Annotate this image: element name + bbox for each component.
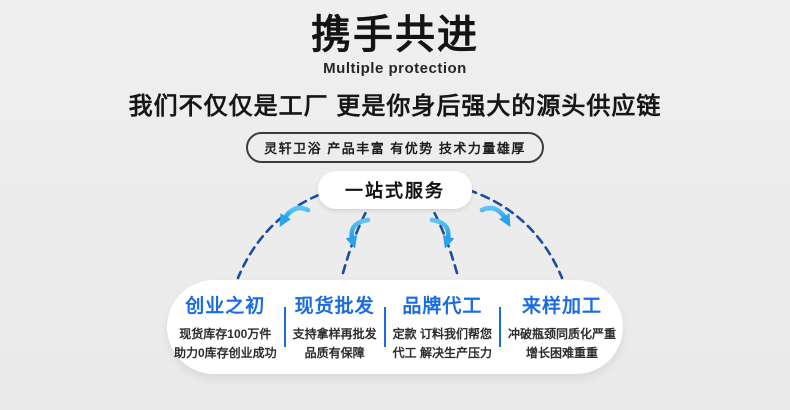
tagline: 我们不仅仅是工厂 更是你身后强大的源头供应链 <box>128 93 662 120</box>
column-divider <box>499 307 502 347</box>
service-col-desc-line: 代工 解决生产压力 <box>392 346 493 360</box>
dashed-arc-3 <box>426 199 459 275</box>
service-col-desc-line: 增长困难重重 <box>526 346 599 360</box>
service-col-desc-line: 冲破瓶颈同质化严重 <box>508 327 617 342</box>
service-col-desc-line: 现货库存100万件 <box>179 327 272 342</box>
service-col-title: 现货批发 <box>294 296 375 318</box>
service-col-title: 创业之初 <box>185 296 266 318</box>
subtitle-english: Multiple protection <box>323 60 467 77</box>
arrow-icon-1 <box>279 205 311 228</box>
service-col-desc-line: 定款 订料我们帮您 <box>392 327 493 342</box>
services-card: 创业之初 现货库存100万件 助力0库存创业成功 现货批发 支持拿样再批发 品质… <box>167 280 623 374</box>
service-col-custom: 来样加工 冲破瓶颈同质化严重 增长困难重重 <box>508 291 616 362</box>
dashed-arc-2 <box>341 199 374 275</box>
arrow-icon-3 <box>429 217 455 249</box>
service-col-startup: 创业之初 现货库存100万件 助力0库存创业成功 <box>174 291 277 362</box>
service-col-wholesale: 现货批发 支持拿样再批发 品质有保障 <box>293 291 377 362</box>
one-stop-service-pill: 一站式服务 <box>318 171 472 209</box>
service-col-title: 品牌代工 <box>402 296 483 318</box>
service-col-desc-line: 支持拿样再批发 <box>292 327 377 342</box>
column-divider <box>283 307 286 347</box>
service-col-oem: 品牌代工 定款 订料我们帮您 代工 解决生产压力 <box>393 291 492 362</box>
page-title: 携手共进 <box>311 13 479 57</box>
service-col-desc-line: 品质有保障 <box>304 346 365 360</box>
service-col-desc-line: 助力0库存创业成功 <box>173 346 277 360</box>
dashed-arc-4 <box>453 184 564 280</box>
arrow-icon-4 <box>479 205 511 228</box>
arrow-icon-2 <box>345 217 371 249</box>
column-divider <box>383 307 386 347</box>
service-col-title: 来样加工 <box>522 296 603 318</box>
brand-feature-badge: 灵轩卫浴 产品丰富 有优势 技术力量雄厚 <box>246 132 544 163</box>
banner-header: 携手共进 Multiple protection 我们不仅仅是工厂 更是你身后强… <box>0 0 790 163</box>
